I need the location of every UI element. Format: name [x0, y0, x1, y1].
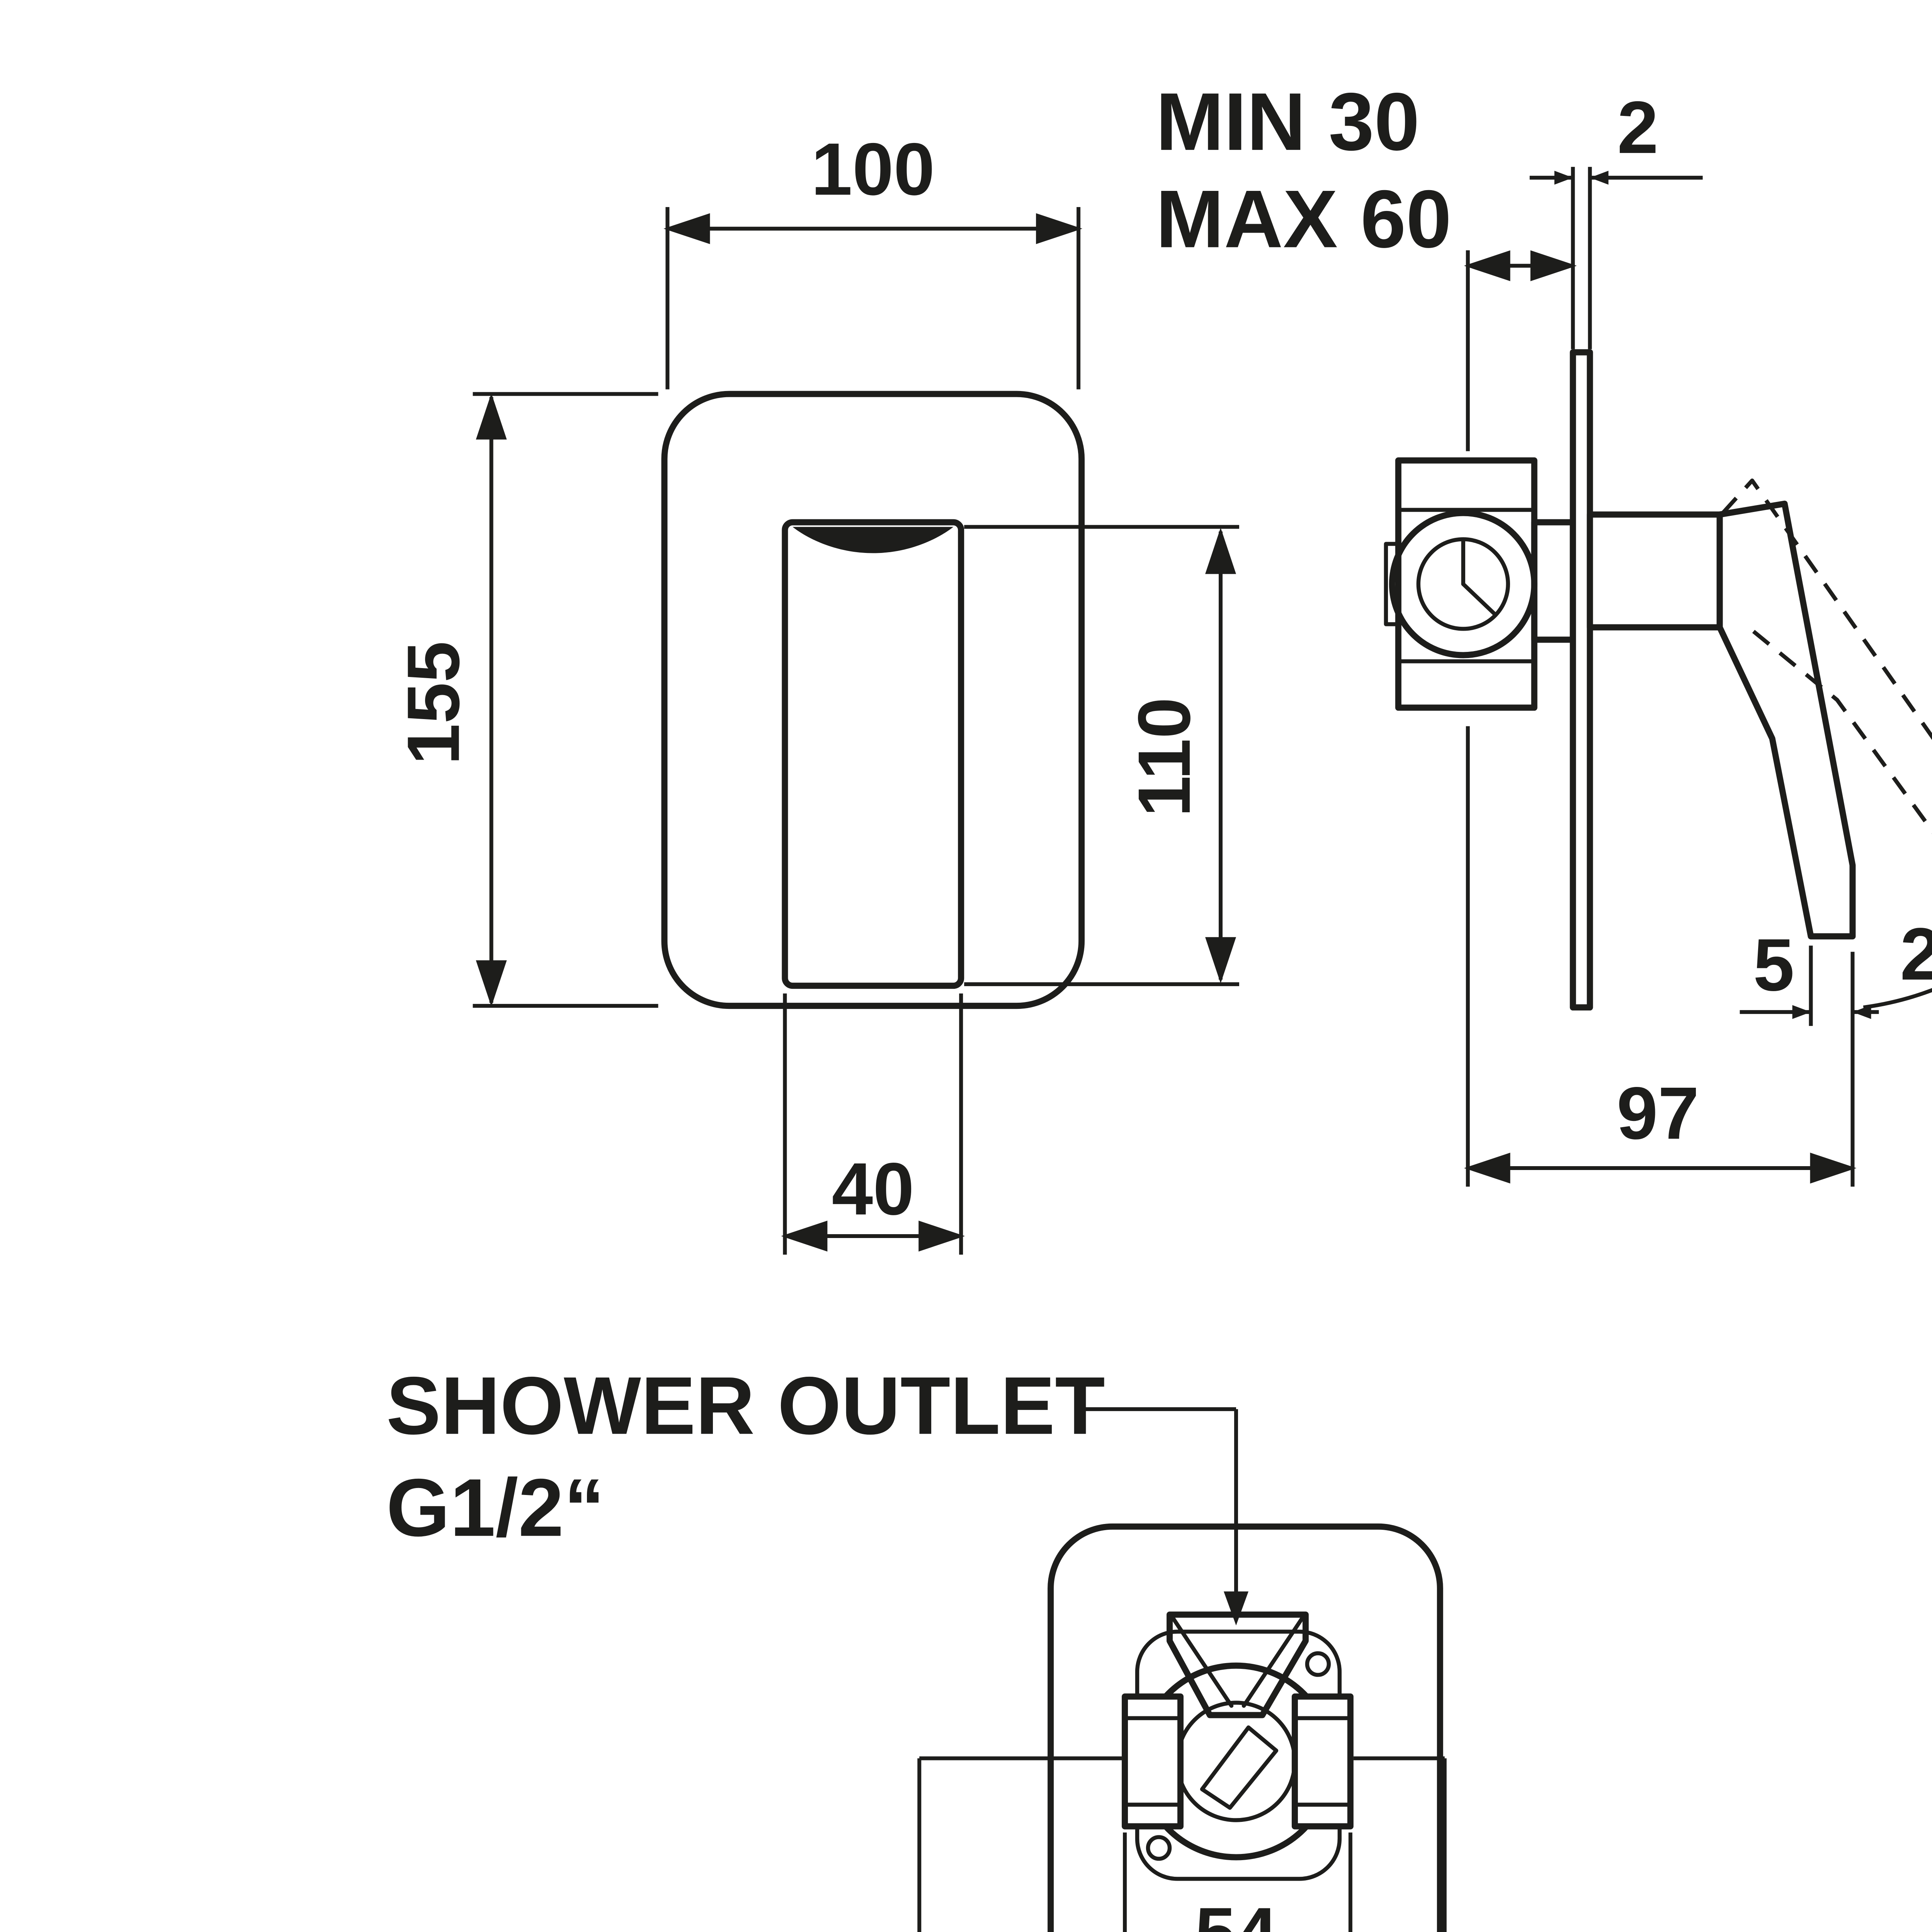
dim-arrow	[1590, 170, 1609, 185]
dim-projection-label: 97	[1617, 1071, 1699, 1155]
funnel-vee	[1242, 1616, 1305, 1708]
dim-tip-clearance-label: 5	[1753, 923, 1794, 1006]
wall-plate-rough-in	[1048, 1523, 1443, 1932]
front-view: 100 155 110 40	[392, 128, 1239, 1255]
cold-inlet-nut	[1122, 1693, 1184, 1830]
funnel-vee	[1170, 1616, 1234, 1708]
dim-arrow	[1792, 1005, 1811, 1019]
connection-view: SHOWER OUTLET G1/2“ COLD WATER G1/2“ HOT…	[386, 1360, 1447, 1932]
handle-front	[782, 519, 964, 989]
dim-height-label: 155	[392, 641, 475, 765]
dim-arrow	[1852, 1005, 1871, 1019]
handle-lever-raised-dashed	[1721, 478, 1932, 834]
dim-handle-height-label: 110	[1122, 697, 1206, 817]
fixing-screw	[1146, 1835, 1172, 1861]
outlet-funnel	[1167, 1611, 1309, 1718]
angle-arc	[1863, 988, 1932, 1010]
shower-outlet-thread: G1/2“	[386, 1462, 605, 1553]
wall-plate-front	[661, 391, 1085, 1009]
shower-outlet-label: SHOWER OUTLET	[386, 1360, 1105, 1451]
dim-handle-width-label: 40	[832, 1147, 914, 1230]
dim-plate-thickness-label: 2	[1617, 86, 1658, 169]
leader-arrow	[1223, 1591, 1248, 1626]
handle-lever-side	[1716, 500, 1856, 940]
dim-inlet-spacing-label: 54	[1195, 1892, 1277, 1932]
dim-width-label: 100	[811, 128, 935, 211]
side-view: MIN 30 MAX 60 2 5 25° 97	[1156, 76, 1932, 1187]
valve-body-boss	[1384, 542, 1401, 626]
dim-depth-max-label: MAX 60	[1156, 173, 1452, 265]
handle-top-slot	[793, 527, 954, 553]
fixing-screw	[1305, 1651, 1331, 1677]
handle-neck-side	[1587, 511, 1723, 631]
dim-depth-min-label: MIN 30	[1156, 76, 1420, 167]
wall-plate-side	[1570, 349, 1593, 1011]
hot-inlet-nut	[1291, 1693, 1354, 1830]
valve-inner-detail	[1200, 1725, 1279, 1810]
dim-arrow	[1554, 170, 1573, 185]
cartridge-detail	[1461, 582, 1498, 617]
dim-angle-label: 25°	[1900, 912, 1932, 995]
